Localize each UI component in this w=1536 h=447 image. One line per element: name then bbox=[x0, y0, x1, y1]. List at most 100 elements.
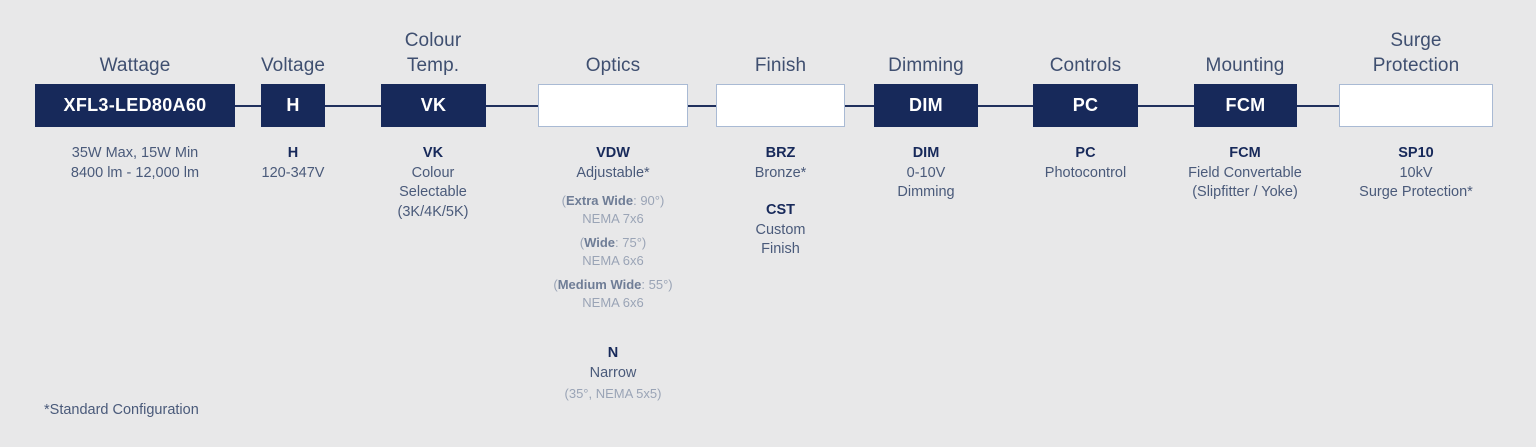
code-box-label: DIM bbox=[909, 95, 943, 115]
option-sub: (35°, NEMA 5x5) bbox=[528, 385, 698, 403]
column-header-wrap: Mounting bbox=[1159, 22, 1331, 78]
option-group: VK Colour Selectable (3K/4K/5K) bbox=[363, 144, 503, 222]
column-header-voltage: Voltage bbox=[260, 55, 326, 76]
description-wattage: 35W Max, 15W Min 8400 lm - 12,000 lm bbox=[20, 144, 250, 183]
option-text: Adjustable* bbox=[576, 164, 650, 181]
option-group: BRZ Bronze* bbox=[708, 144, 853, 183]
description-dimming: DIM 0-10V Dimming bbox=[866, 144, 986, 203]
column-header-wrap: Colour Temp. bbox=[363, 22, 503, 78]
option-text: Narrow bbox=[589, 364, 637, 381]
column-header-colour-temp: Colour Temp. bbox=[363, 28, 503, 78]
description-optics: VDW Adjustable* (Extra Wide: 90°) NEMA 7… bbox=[528, 144, 698, 403]
option-text-2: 8400 lm - 12,000 lm bbox=[70, 164, 200, 181]
option-sub: (Wide: 75°) NEMA 6x6 bbox=[528, 234, 698, 270]
option-text: Photocontrol bbox=[1044, 164, 1127, 181]
option-sub-line2: NEMA 7x6 bbox=[582, 211, 644, 226]
option-code: BRZ bbox=[765, 145, 796, 161]
option-sub: (Extra Wide: 90°) NEMA 7x6 bbox=[528, 192, 698, 228]
option-code: VK bbox=[422, 145, 444, 161]
code-box-optics[interactable] bbox=[538, 84, 688, 127]
code-box-colour-temp[interactable]: VK bbox=[381, 84, 486, 127]
spacer bbox=[528, 312, 698, 332]
column-header-wattage: Wattage bbox=[99, 55, 171, 76]
option-sub: (Medium Wide: 55°) NEMA 6x6 bbox=[528, 276, 698, 312]
option-group: DIM 0-10V Dimming bbox=[866, 144, 986, 203]
option-group: SP10 10kV Surge Protection* bbox=[1331, 144, 1501, 203]
option-text: Bronze* bbox=[754, 164, 807, 181]
column-header-mounting: Mounting bbox=[1205, 55, 1285, 76]
option-text: Colour bbox=[411, 164, 455, 181]
option-sub-bold: Wide bbox=[584, 235, 616, 250]
option-group: FCM Field Convertable (Slipfitter / Yoke… bbox=[1159, 144, 1331, 203]
option-sub-rest: : 55°) bbox=[641, 277, 673, 292]
option-sub-line2: NEMA 6x6 bbox=[582, 295, 644, 310]
code-box-surge-protection[interactable] bbox=[1339, 84, 1493, 127]
column-header-wrap: Controls bbox=[1023, 22, 1148, 78]
option-text: 35W Max, 15W Min bbox=[71, 145, 199, 161]
option-code: N bbox=[607, 345, 619, 361]
code-box-label: XFL3-LED80A60 bbox=[63, 95, 207, 115]
description-surge-protection: SP10 10kV Surge Protection* bbox=[1331, 144, 1501, 203]
column-header-wrap: Dimming bbox=[866, 22, 986, 78]
option-sub-prefix: ( bbox=[561, 193, 567, 208]
option-code: VDW bbox=[596, 145, 630, 161]
column-header-controls: Controls bbox=[1049, 55, 1122, 76]
option-sub-rest: (35°, NEMA 5x5) bbox=[564, 386, 662, 401]
description-mounting: FCM Field Convertable (Slipfitter / Yoke… bbox=[1159, 144, 1331, 203]
description-controls: PC Photocontrol bbox=[1023, 144, 1148, 183]
description-colour-temp: VK Colour Selectable (3K/4K/5K) bbox=[363, 144, 503, 222]
option-code: H bbox=[287, 145, 299, 161]
column-header-dimming: Dimming bbox=[888, 55, 964, 76]
option-sub-bold: Medium Wide bbox=[557, 277, 642, 292]
column-header-wrap: Voltage bbox=[228, 22, 358, 78]
option-text-2: Selectable bbox=[399, 184, 467, 200]
description-voltage: H 120-347V bbox=[228, 144, 358, 183]
column-header-line-1: Colour bbox=[404, 30, 462, 51]
code-box-label: H bbox=[286, 95, 300, 115]
option-code: SP10 bbox=[1398, 145, 1434, 161]
option-text-2: Finish bbox=[761, 241, 800, 257]
option-text-3: (3K/4K/5K) bbox=[397, 203, 469, 220]
option-group: H 120-347V bbox=[228, 144, 358, 183]
option-sub-line2: NEMA 6x6 bbox=[582, 253, 644, 268]
option-sub-prefix: ( bbox=[579, 235, 585, 250]
code-box-label: VK bbox=[420, 95, 447, 115]
option-code: PC bbox=[1075, 145, 1096, 161]
code-box-label: PC bbox=[1072, 95, 1099, 115]
option-code: CST bbox=[766, 202, 795, 218]
code-box-controls[interactable]: PC bbox=[1033, 84, 1138, 127]
option-text-2: Dimming bbox=[897, 184, 955, 200]
option-text: 0-10V bbox=[906, 164, 946, 181]
column-header-wrap: Surge Protection bbox=[1331, 22, 1501, 78]
footnote: *Standard Configuration bbox=[44, 402, 199, 418]
option-group: CST Custom Finish bbox=[708, 201, 853, 260]
code-box-mounting[interactable]: FCM bbox=[1194, 84, 1297, 127]
option-text: 10kV bbox=[1399, 164, 1433, 181]
description-finish: BRZ Bronze* CST Custom Finish bbox=[708, 144, 853, 260]
code-box-dimming[interactable]: DIM bbox=[874, 84, 978, 127]
code-box-voltage[interactable]: H bbox=[261, 84, 325, 127]
column-header-wrap: Optics bbox=[528, 22, 698, 78]
column-header-line-2: Protection bbox=[1372, 55, 1460, 76]
option-group: VDW Adjustable* (Extra Wide: 90°) NEMA 7… bbox=[528, 144, 698, 312]
option-sub-rest: : 75°) bbox=[615, 235, 647, 250]
option-group: N Narrow (35°, NEMA 5x5) bbox=[528, 344, 698, 403]
code-box-wattage[interactable]: XFL3-LED80A60 bbox=[35, 84, 235, 127]
code-box-label: FCM bbox=[1225, 95, 1266, 115]
column-header-wrap: Finish bbox=[708, 22, 853, 78]
option-group: PC Photocontrol bbox=[1023, 144, 1148, 183]
code-box-finish[interactable] bbox=[716, 84, 845, 127]
option-sub-prefix: ( bbox=[553, 277, 558, 292]
option-group: 35W Max, 15W Min 8400 lm - 12,000 lm bbox=[20, 144, 250, 183]
column-header-line-2: Temp. bbox=[406, 55, 460, 76]
option-sub-bold: Extra Wide bbox=[566, 193, 634, 208]
column-header-line-1: Surge bbox=[1390, 30, 1442, 51]
column-header-optics: Optics bbox=[585, 55, 641, 76]
option-code: DIM bbox=[912, 145, 940, 161]
option-sub-rest: : 90°) bbox=[633, 193, 665, 208]
option-text: Custom bbox=[755, 221, 806, 238]
column-header-wrap: Wattage bbox=[20, 22, 250, 78]
option-code: FCM bbox=[1229, 145, 1261, 161]
option-text-2: (Slipfitter / Yoke) bbox=[1192, 184, 1298, 200]
